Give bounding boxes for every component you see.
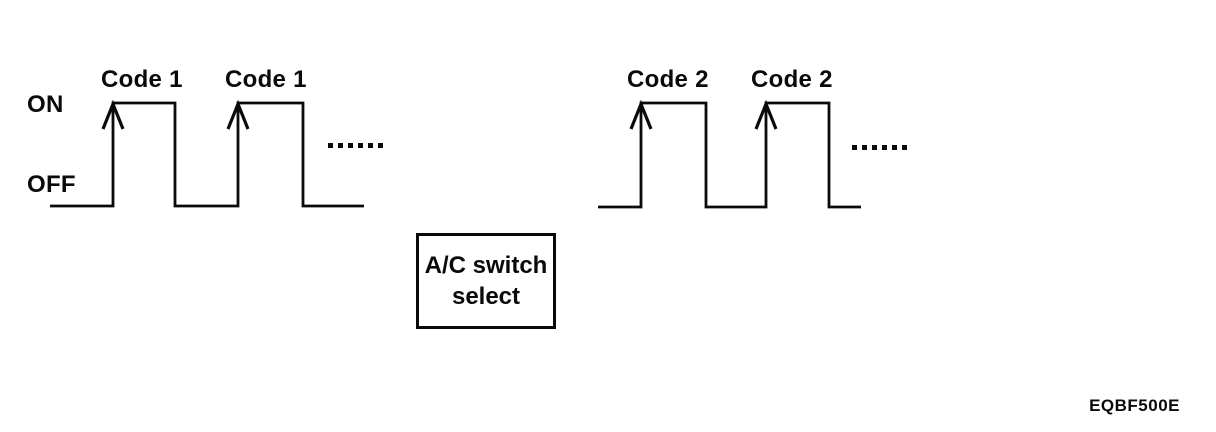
ac-switch-select-box: A/C switch select [416,233,556,329]
ellipsis-dot [882,145,887,150]
code1-signal-trace [50,99,383,208]
ellipsis-dot [378,143,383,148]
figure-code: EQBF500E [1089,396,1180,415]
ellipsis-dot [862,145,867,150]
ellipsis-dot [348,143,353,148]
ellipsis-dot [902,145,907,150]
arrow-up-icon [629,99,653,130]
ellipsis-dot [368,143,373,148]
ellipsis-dot [328,143,333,148]
code2-pulse-label-1: Code 2 [627,66,709,93]
ac-switch-select-label-line1: A/C switch [424,252,548,279]
code2-signal-polyline [598,101,861,209]
code1-pulse-label-2: Code 1 [225,66,307,93]
arrow-up-icon [754,99,778,130]
off-state-label: OFF [27,171,76,198]
ellipsis-dot [892,145,897,150]
ellipsis-dot [872,145,877,150]
code1-pulse-label-1: Code 1 [101,66,183,93]
code2-signal-trace [598,99,907,209]
arrow-up-icon [101,99,125,130]
ellipsis-dot [338,143,343,148]
ellipsis-dot [852,145,857,150]
code2-pulse-label-2: Code 2 [751,66,833,93]
code1-signal-polyline [50,101,364,208]
ellipsis-dot [358,143,363,148]
on-state-label: ON [27,91,64,118]
arrow-up-icon [226,99,250,130]
ac-switch-select-label-line2: select [451,283,521,310]
